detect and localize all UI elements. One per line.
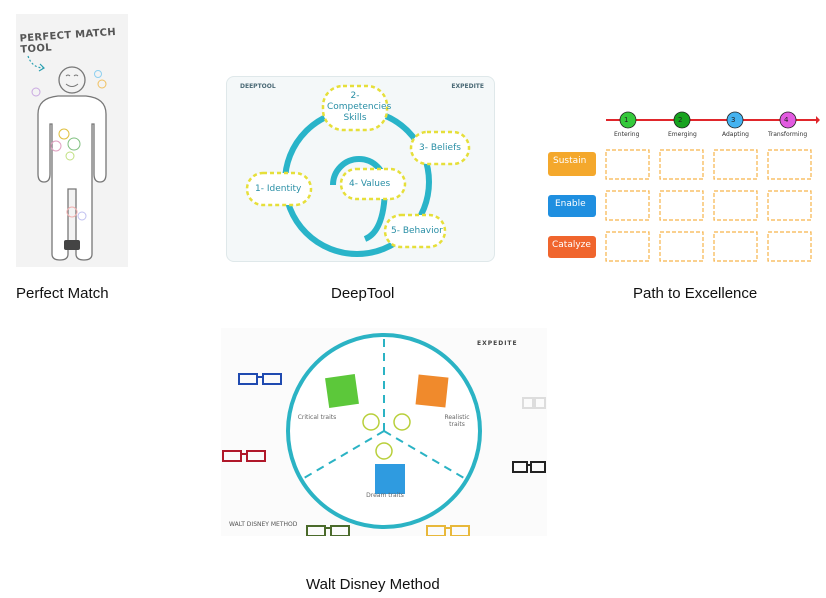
stage-marker-1 bbox=[619, 111, 637, 129]
deeptool-header-right: EXPEDITE bbox=[451, 83, 484, 90]
perfect-match-thumbnail[interactable]: PERFECT MATCH TOOL bbox=[16, 14, 128, 267]
deeptool-diagram bbox=[245, 84, 471, 257]
perfect-match-caption[interactable]: Perfect Match bbox=[16, 285, 109, 302]
row-label-catalyze: Catalyze bbox=[552, 240, 591, 250]
stage-marker-3 bbox=[726, 111, 744, 129]
walt-disney-brand: EXPEDITE bbox=[477, 340, 518, 347]
dreamer-face-icon bbox=[375, 442, 393, 460]
stage-marker-2 bbox=[673, 111, 691, 129]
deeptool-node-behavior bbox=[383, 213, 447, 249]
deeptool-node-label: 2- Competencies Skills bbox=[327, 91, 392, 123]
deeptool-caption[interactable]: DeepTool bbox=[331, 285, 395, 302]
critic-face-icon bbox=[362, 413, 380, 431]
person-outline-figure bbox=[27, 55, 107, 261]
deeptool-node-label: 3- Beliefs bbox=[419, 143, 461, 153]
walt-disney-footer: WALT DISNEY METHOD bbox=[229, 521, 298, 528]
path-timeline bbox=[548, 111, 820, 262]
stage-label: Transforming bbox=[768, 131, 808, 138]
stage-label: Emerging bbox=[668, 131, 697, 138]
walt-disney-diagram bbox=[222, 333, 546, 536]
walt-disney-thumbnail[interactable]: EXPEDITE WALT DISNEY METHOD Critical tra… bbox=[221, 328, 547, 536]
stage-label: Adapting bbox=[722, 131, 749, 138]
stage-number: 1 bbox=[624, 116, 629, 124]
path-to-excellence-thumbnail[interactable]: 1 2 3 4 Entering Emerging Adapting Trans… bbox=[544, 110, 820, 270]
deeptool-node-label: 1- Identity bbox=[255, 184, 302, 194]
stage-number: 2 bbox=[678, 116, 683, 124]
realistic-sticky-note bbox=[415, 374, 449, 408]
critical-sticky-note bbox=[325, 374, 359, 408]
excellence-grid bbox=[605, 149, 812, 262]
deeptool-node-label: 4- Values bbox=[349, 179, 391, 189]
walt-disney-caption[interactable]: Walt Disney Method bbox=[306, 576, 440, 593]
stage-label: Entering bbox=[614, 131, 640, 138]
stage-number: 4 bbox=[784, 116, 789, 124]
stage-marker-4 bbox=[779, 111, 797, 129]
critical-traits-label: Critical traits bbox=[297, 414, 337, 421]
stage-number: 3 bbox=[731, 116, 736, 124]
realistic-traits-label: Realistic traits bbox=[444, 414, 470, 428]
deeptool-node-beliefs bbox=[409, 130, 471, 166]
row-label-sustain: Sustain bbox=[553, 156, 587, 166]
row-label-enable: Enable bbox=[555, 199, 586, 209]
dream-traits-label: Dream traits bbox=[366, 492, 404, 499]
deeptool-header-left: DEEPTOOL bbox=[240, 83, 276, 90]
realist-face-icon bbox=[393, 413, 411, 431]
deeptool-thumbnail[interactable]: DEEPTOOL EXPEDITE 1- Identity 2- Compete… bbox=[226, 76, 495, 262]
deeptool-node-values bbox=[339, 167, 407, 201]
path-caption[interactable]: Path to Excellence bbox=[633, 285, 758, 302]
dream-sticky-note bbox=[375, 464, 405, 494]
deeptool-node-identity bbox=[245, 171, 313, 207]
deeptool-node-label: 5- Behavior bbox=[391, 226, 443, 236]
glasses-icons bbox=[222, 373, 546, 536]
deeptool-node-competencies bbox=[321, 84, 389, 132]
